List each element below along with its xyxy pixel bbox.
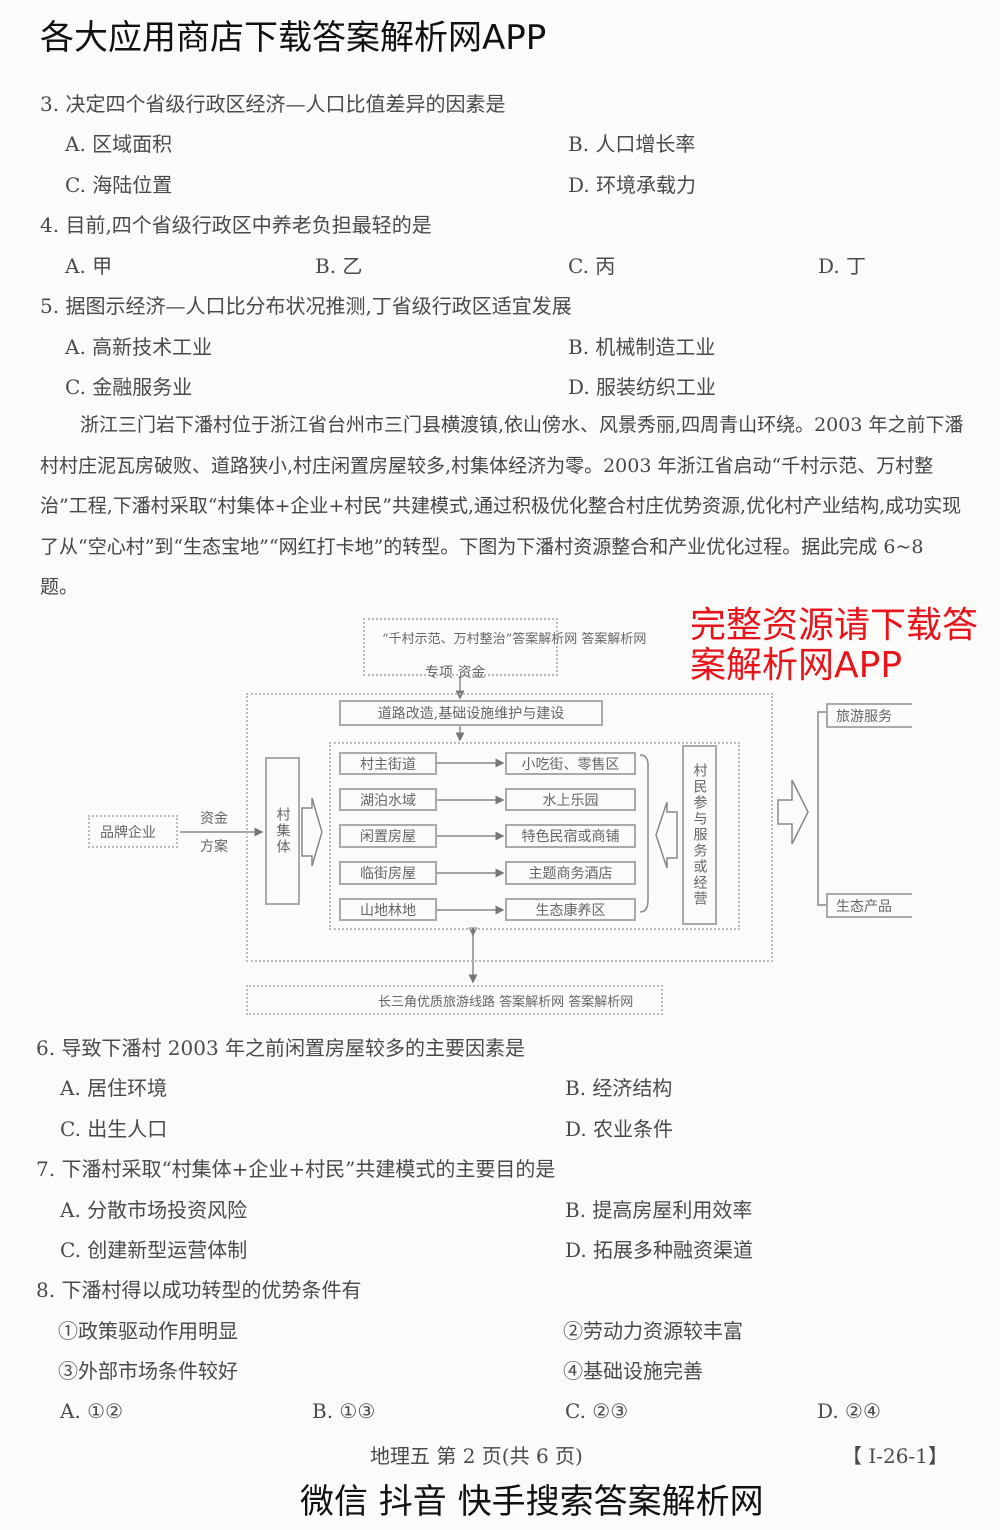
page-footer: 地理五 第 2 页(共 6 页) (370, 1444, 583, 1468)
yangtze-route-label: 长三角优质旅游线路 答案解析网 答案解析网 (378, 995, 634, 1010)
option-c: C. ②③ (565, 1399, 629, 1423)
option-d: D. ②④ (817, 1399, 881, 1423)
brand-enterprise-label: 品牌企业 (100, 825, 156, 841)
industry-box: 小吃街、零售区 (505, 752, 636, 775)
option-a: A. 区域面积 (65, 132, 173, 156)
statement-4: ④基础设施完善 (563, 1359, 703, 1383)
option-d: D. 环境承载力 (568, 173, 697, 197)
option-a: A. 甲 (65, 254, 113, 278)
village-collective-box: 村集体 (265, 757, 300, 905)
tourism-service-box: 旅游服务 (826, 703, 912, 728)
industry-box: 特色民宿或商铺 (505, 824, 636, 848)
question-stem: 8. 下潘村得以成功转型的优势条件有 (36, 1278, 362, 1302)
option-a: A. ①② (60, 1399, 124, 1423)
paper-code: 【 Ⅰ-26-1】 (842, 1444, 948, 1468)
option-d: D. 农业条件 (565, 1117, 674, 1141)
villagers-box: 村民参与服务或经营 (682, 745, 717, 925)
option-d: D. 拓展多种融资渠道 (565, 1238, 754, 1262)
passage: 浙江三门岩下潘村位于浙江省台州市三门县横渡镇,依山傍水、风景秀丽,四周青山环绕。… (40, 405, 965, 608)
resource-box: 村主街道 (339, 752, 437, 775)
passage-text: 浙江三门岩下潘村位于浙江省台州市三门县横渡镇,依山傍水、风景秀丽,四周青山环绕。… (40, 414, 964, 598)
option-c: C. 创建新型运营体制 (60, 1238, 248, 1262)
option-b: B. 人口增长率 (568, 132, 696, 156)
resource-box: 临街房屋 (339, 861, 437, 885)
watermark-black-bottom: 微信 抖音 快手搜索答案解析网 (300, 1482, 764, 1522)
option-b: B. 乙 (315, 254, 363, 278)
money-label: 资金 (200, 811, 228, 827)
option-c: C. 出生人口 (60, 1117, 168, 1141)
resource-box: 闲置房屋 (339, 824, 437, 848)
option-b: B. 机械制造工业 (568, 335, 716, 359)
watermark-black-top: 各大应用商店下载答案解析网APP (40, 18, 547, 58)
road-infrastructure-box: 道路改造,基础设施维护与建设 (339, 700, 603, 726)
statement-3: ③外部市场条件较好 (58, 1359, 238, 1383)
option-d: D. 丁 (818, 254, 867, 278)
industry-box: 水上乐园 (505, 788, 636, 811)
option-b: B. 提高房屋利用效率 (565, 1198, 753, 1222)
option-b: B. ①③ (312, 1399, 376, 1423)
industry-box: 生态康养区 (505, 898, 636, 921)
statement-2: ②劳动力资源较丰富 (563, 1319, 743, 1343)
question-stem: 4. 目前,四个省级行政区中养老负担最轻的是 (40, 213, 432, 237)
resource-box: 山地林地 (339, 898, 437, 921)
option-c: C. 丙 (568, 254, 616, 278)
plan-label: 方案 (200, 839, 228, 855)
option-a: A. 高新技术工业 (65, 335, 213, 359)
option-c: C. 金融服务业 (65, 375, 193, 399)
option-d: D. 服装纺织工业 (568, 375, 717, 399)
question-stem: 7. 下潘村采取“村集体+企业+村民”共建模式的主要目的是 (36, 1157, 556, 1181)
resource-box: 湖泊水域 (339, 788, 437, 811)
special-funds-label: 专项 资金 (425, 665, 486, 681)
industry-box: 主题商务酒店 (505, 861, 636, 885)
option-b: B. 经济结构 (565, 1076, 673, 1100)
question-stem: 3. 决定四个省级行政区经济—人口比值差异的因素是 (40, 92, 506, 116)
option-c: C. 海陆位置 (65, 173, 173, 197)
question-stem: 6. 导致下潘村 2003 年之前闲置房屋较多的主要因素是 (36, 1036, 526, 1060)
watermark-red: 完整资源请下载答案解析网APP (690, 605, 979, 686)
top-program-label: “千村示范、万村整治”答案解析网 答案解析网 (382, 632, 647, 647)
statement-1: ①政策驱动作用明显 (58, 1319, 238, 1343)
eco-product-box: 生态产品 (826, 893, 912, 918)
option-a: A. 居住环境 (60, 1076, 168, 1100)
question-stem: 5. 据图示经济—人口比分布状况推测,丁省级行政区适宜发展 (40, 294, 572, 318)
option-a: A. 分散市场投资风险 (60, 1198, 248, 1222)
